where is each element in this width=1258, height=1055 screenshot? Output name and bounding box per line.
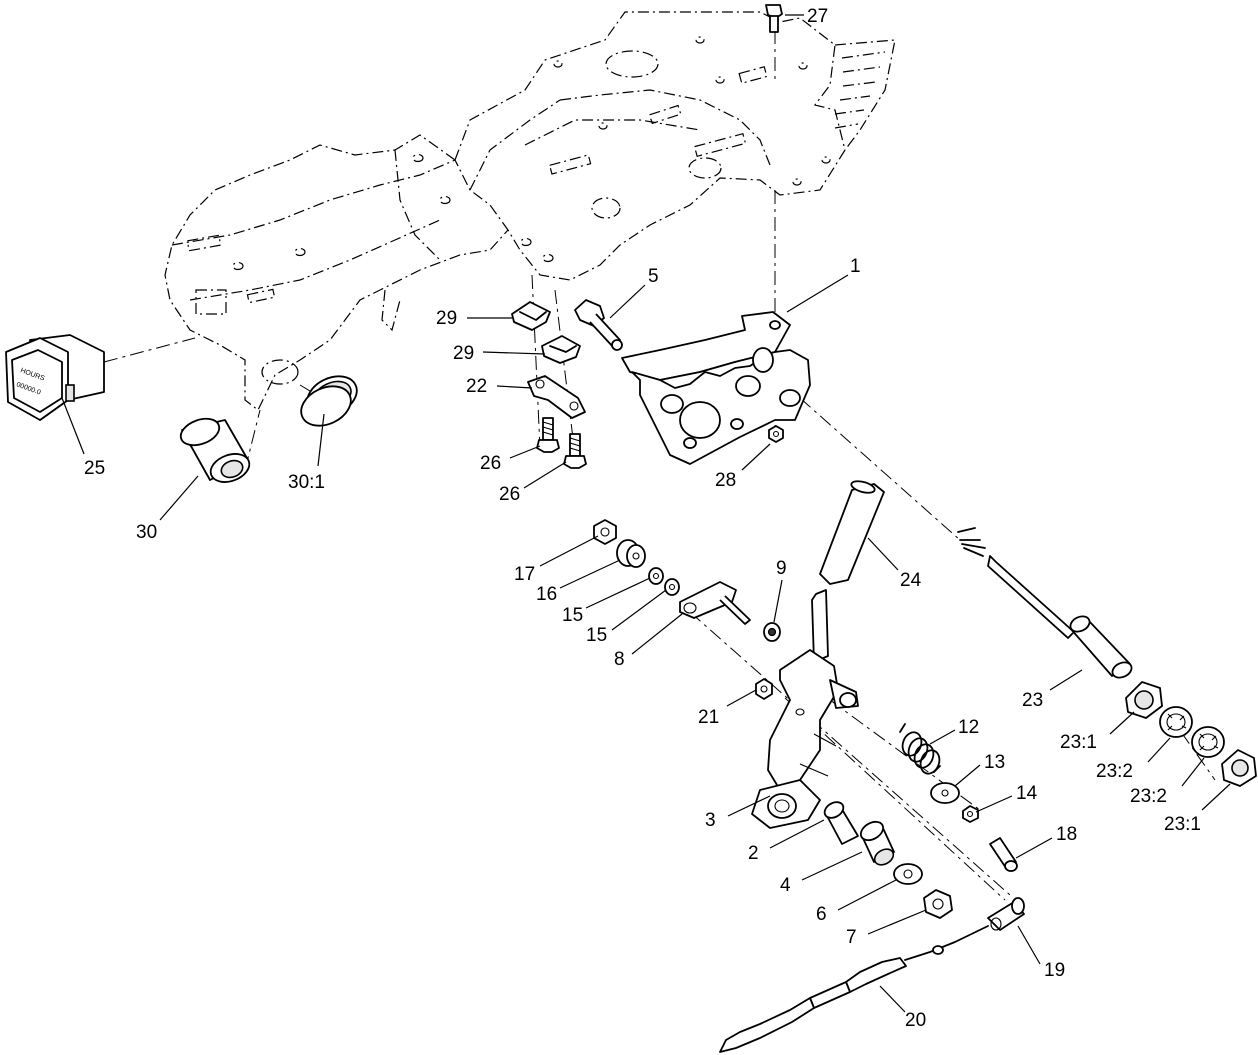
callout-9: 9 <box>776 558 787 579</box>
callout-30-1: 30:1 <box>288 472 325 493</box>
part-23-1-nut-b <box>1221 749 1257 787</box>
part-22-plate <box>527 375 586 419</box>
callout-2: 2 <box>748 843 759 864</box>
part-25-hour-meter: HOURS 00000.0 <box>5 334 105 421</box>
phantom-frame <box>164 11 896 411</box>
callout-21: 21 <box>698 707 719 728</box>
part-2-spacer <box>823 801 859 845</box>
callout-19: 19 <box>1044 960 1065 981</box>
callout-23-1-lower: 23:1 <box>1164 814 1201 835</box>
part-12-spring <box>899 723 941 775</box>
part-29-clip-lower <box>541 335 581 364</box>
part-26-screw-a <box>536 417 560 453</box>
leader-lines <box>61 14 1231 1013</box>
part-5-bolt <box>574 299 623 351</box>
part-23-throttle-cable <box>957 527 1133 679</box>
callout-25: 25 <box>84 458 105 479</box>
part-26-screw-b <box>563 433 587 469</box>
callout-labels: 27 1 5 29 29 22 26 26 28 25 30 30:1 17 1… <box>84 6 1201 1031</box>
callout-27: 27 <box>807 6 828 27</box>
part-13-washer <box>930 782 960 804</box>
callout-23-2-lower: 23:2 <box>1130 786 1167 807</box>
part-6-washer <box>893 863 923 885</box>
callout-6: 6 <box>816 904 827 925</box>
part-8-link <box>679 581 751 625</box>
callout-22: 22 <box>466 376 487 397</box>
assembly-centerlines <box>103 30 1216 901</box>
callout-16: 16 <box>536 584 557 605</box>
part-30-bushing <box>179 417 251 483</box>
part-29-clip-upper <box>511 301 551 331</box>
callout-13: 13 <box>984 752 1005 773</box>
part-24-grip <box>819 480 885 585</box>
callout-29-lower: 29 <box>453 343 474 364</box>
part-15-washer-a <box>648 567 664 585</box>
part-18-rod-end <box>989 837 1018 872</box>
callout-23: 23 <box>1022 690 1043 711</box>
part-23-2-lockwasher-b <box>1191 726 1225 758</box>
callout-12: 12 <box>958 717 979 738</box>
callout-1: 1 <box>850 256 861 277</box>
part-27-bolt <box>765 4 783 33</box>
callout-23-2-upper: 23:2 <box>1096 761 1133 782</box>
callout-23-1-upper: 23:1 <box>1060 732 1097 753</box>
callout-14: 14 <box>1016 783 1038 804</box>
part-21-nut <box>755 678 773 700</box>
part-19-cable-end <box>987 897 1025 931</box>
callout-5: 5 <box>648 266 659 287</box>
part-23-2-lockwasher-a <box>1159 706 1193 738</box>
callout-18: 18 <box>1056 824 1077 845</box>
part-28-nut <box>768 425 784 443</box>
callout-4: 4 <box>780 875 791 896</box>
part-7-nut <box>923 889 953 919</box>
callout-20: 20 <box>905 1010 926 1031</box>
part-20-cable <box>719 925 989 1053</box>
callout-30: 30 <box>136 522 157 543</box>
part-15-washer-b <box>664 578 680 596</box>
callout-7: 7 <box>846 927 857 948</box>
callout-17: 17 <box>514 564 535 585</box>
part-16-bushing <box>616 539 646 568</box>
part-4-bushing <box>859 820 895 866</box>
callout-15-lower: 15 <box>586 625 607 646</box>
part-14-nut <box>962 805 979 823</box>
part-30-1-ring <box>300 375 358 427</box>
callout-26-lower: 26 <box>499 484 520 505</box>
callout-24: 24 <box>900 570 922 591</box>
part-17-nut <box>593 519 617 545</box>
callout-15-upper: 15 <box>562 605 583 626</box>
part-23-1-nut-a <box>1125 681 1163 719</box>
callout-3: 3 <box>705 810 716 831</box>
callout-26-upper: 26 <box>480 453 501 474</box>
part-3-lever <box>751 589 859 829</box>
part-9-nut <box>763 622 781 642</box>
callout-28: 28 <box>715 470 736 491</box>
callout-8: 8 <box>614 649 625 670</box>
part-1-bracket <box>621 311 811 465</box>
callout-29-upper: 29 <box>436 308 457 329</box>
